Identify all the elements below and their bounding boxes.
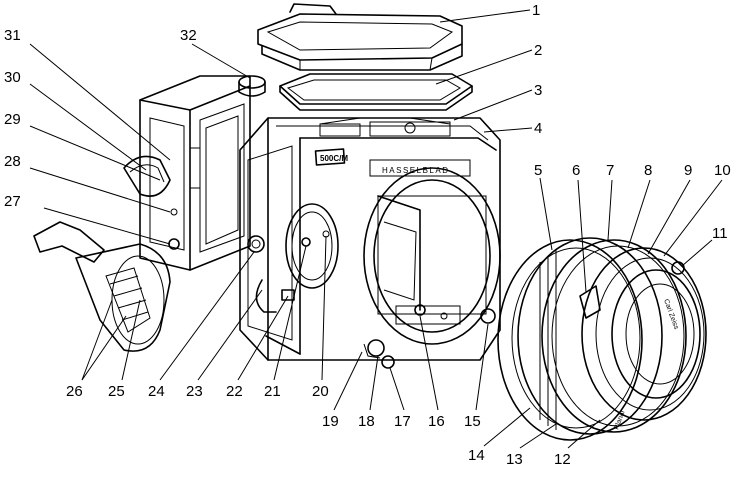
callout-25: 25 bbox=[108, 383, 125, 400]
callout-numbers: 1 2 3 4 5 6 7 8 9 10 11 12 13 14 15 16 1… bbox=[4, 2, 731, 468]
focusing-screen bbox=[279, 73, 473, 111]
lens: Carl Zeiss Planar bbox=[497, 237, 707, 441]
camera-body: 500C/M HASSELBLAD bbox=[239, 117, 501, 369]
callout-26: 26 bbox=[66, 383, 83, 400]
lens-maker-label: Carl Zeiss bbox=[662, 298, 680, 330]
callout-3: 3 bbox=[534, 82, 542, 99]
callout-12: 12 bbox=[554, 451, 571, 468]
callout-27: 27 bbox=[4, 193, 21, 210]
film-magazine bbox=[123, 75, 266, 271]
callout-8: 8 bbox=[644, 162, 652, 179]
callout-9: 9 bbox=[684, 162, 692, 179]
callout-24: 24 bbox=[148, 383, 165, 400]
callout-30: 30 bbox=[4, 69, 21, 86]
winding-crank bbox=[33, 221, 171, 352]
callout-23: 23 bbox=[186, 383, 203, 400]
callout-5: 5 bbox=[534, 162, 542, 179]
lens-name-label: Planar bbox=[613, 409, 627, 431]
callout-11: 11 bbox=[712, 225, 728, 242]
callout-28: 28 bbox=[4, 153, 21, 170]
callout-19: 19 bbox=[322, 413, 339, 430]
callout-10: 10 bbox=[714, 162, 731, 179]
callout-31: 31 bbox=[4, 27, 21, 44]
callout-15: 15 bbox=[464, 413, 481, 430]
callout-20: 20 bbox=[312, 383, 329, 400]
callout-18: 18 bbox=[358, 413, 375, 430]
callout-21: 21 bbox=[264, 383, 281, 400]
callout-17: 17 bbox=[394, 413, 411, 430]
callout-22: 22 bbox=[226, 383, 243, 400]
callout-13: 13 bbox=[506, 451, 523, 468]
model-badge: 500C/M bbox=[320, 154, 348, 163]
callout-14: 14 bbox=[468, 447, 485, 464]
leader-lines bbox=[29, 9, 723, 449]
callout-16: 16 bbox=[428, 413, 445, 430]
callout-7: 7 bbox=[606, 162, 614, 179]
callout-29: 29 bbox=[4, 111, 21, 128]
focusing-hood bbox=[257, 3, 463, 71]
callout-2: 2 bbox=[534, 42, 542, 59]
callout-4: 4 bbox=[534, 120, 542, 137]
callout-6: 6 bbox=[572, 162, 580, 179]
callout-1: 1 bbox=[532, 2, 540, 19]
callout-32: 32 bbox=[180, 27, 197, 44]
